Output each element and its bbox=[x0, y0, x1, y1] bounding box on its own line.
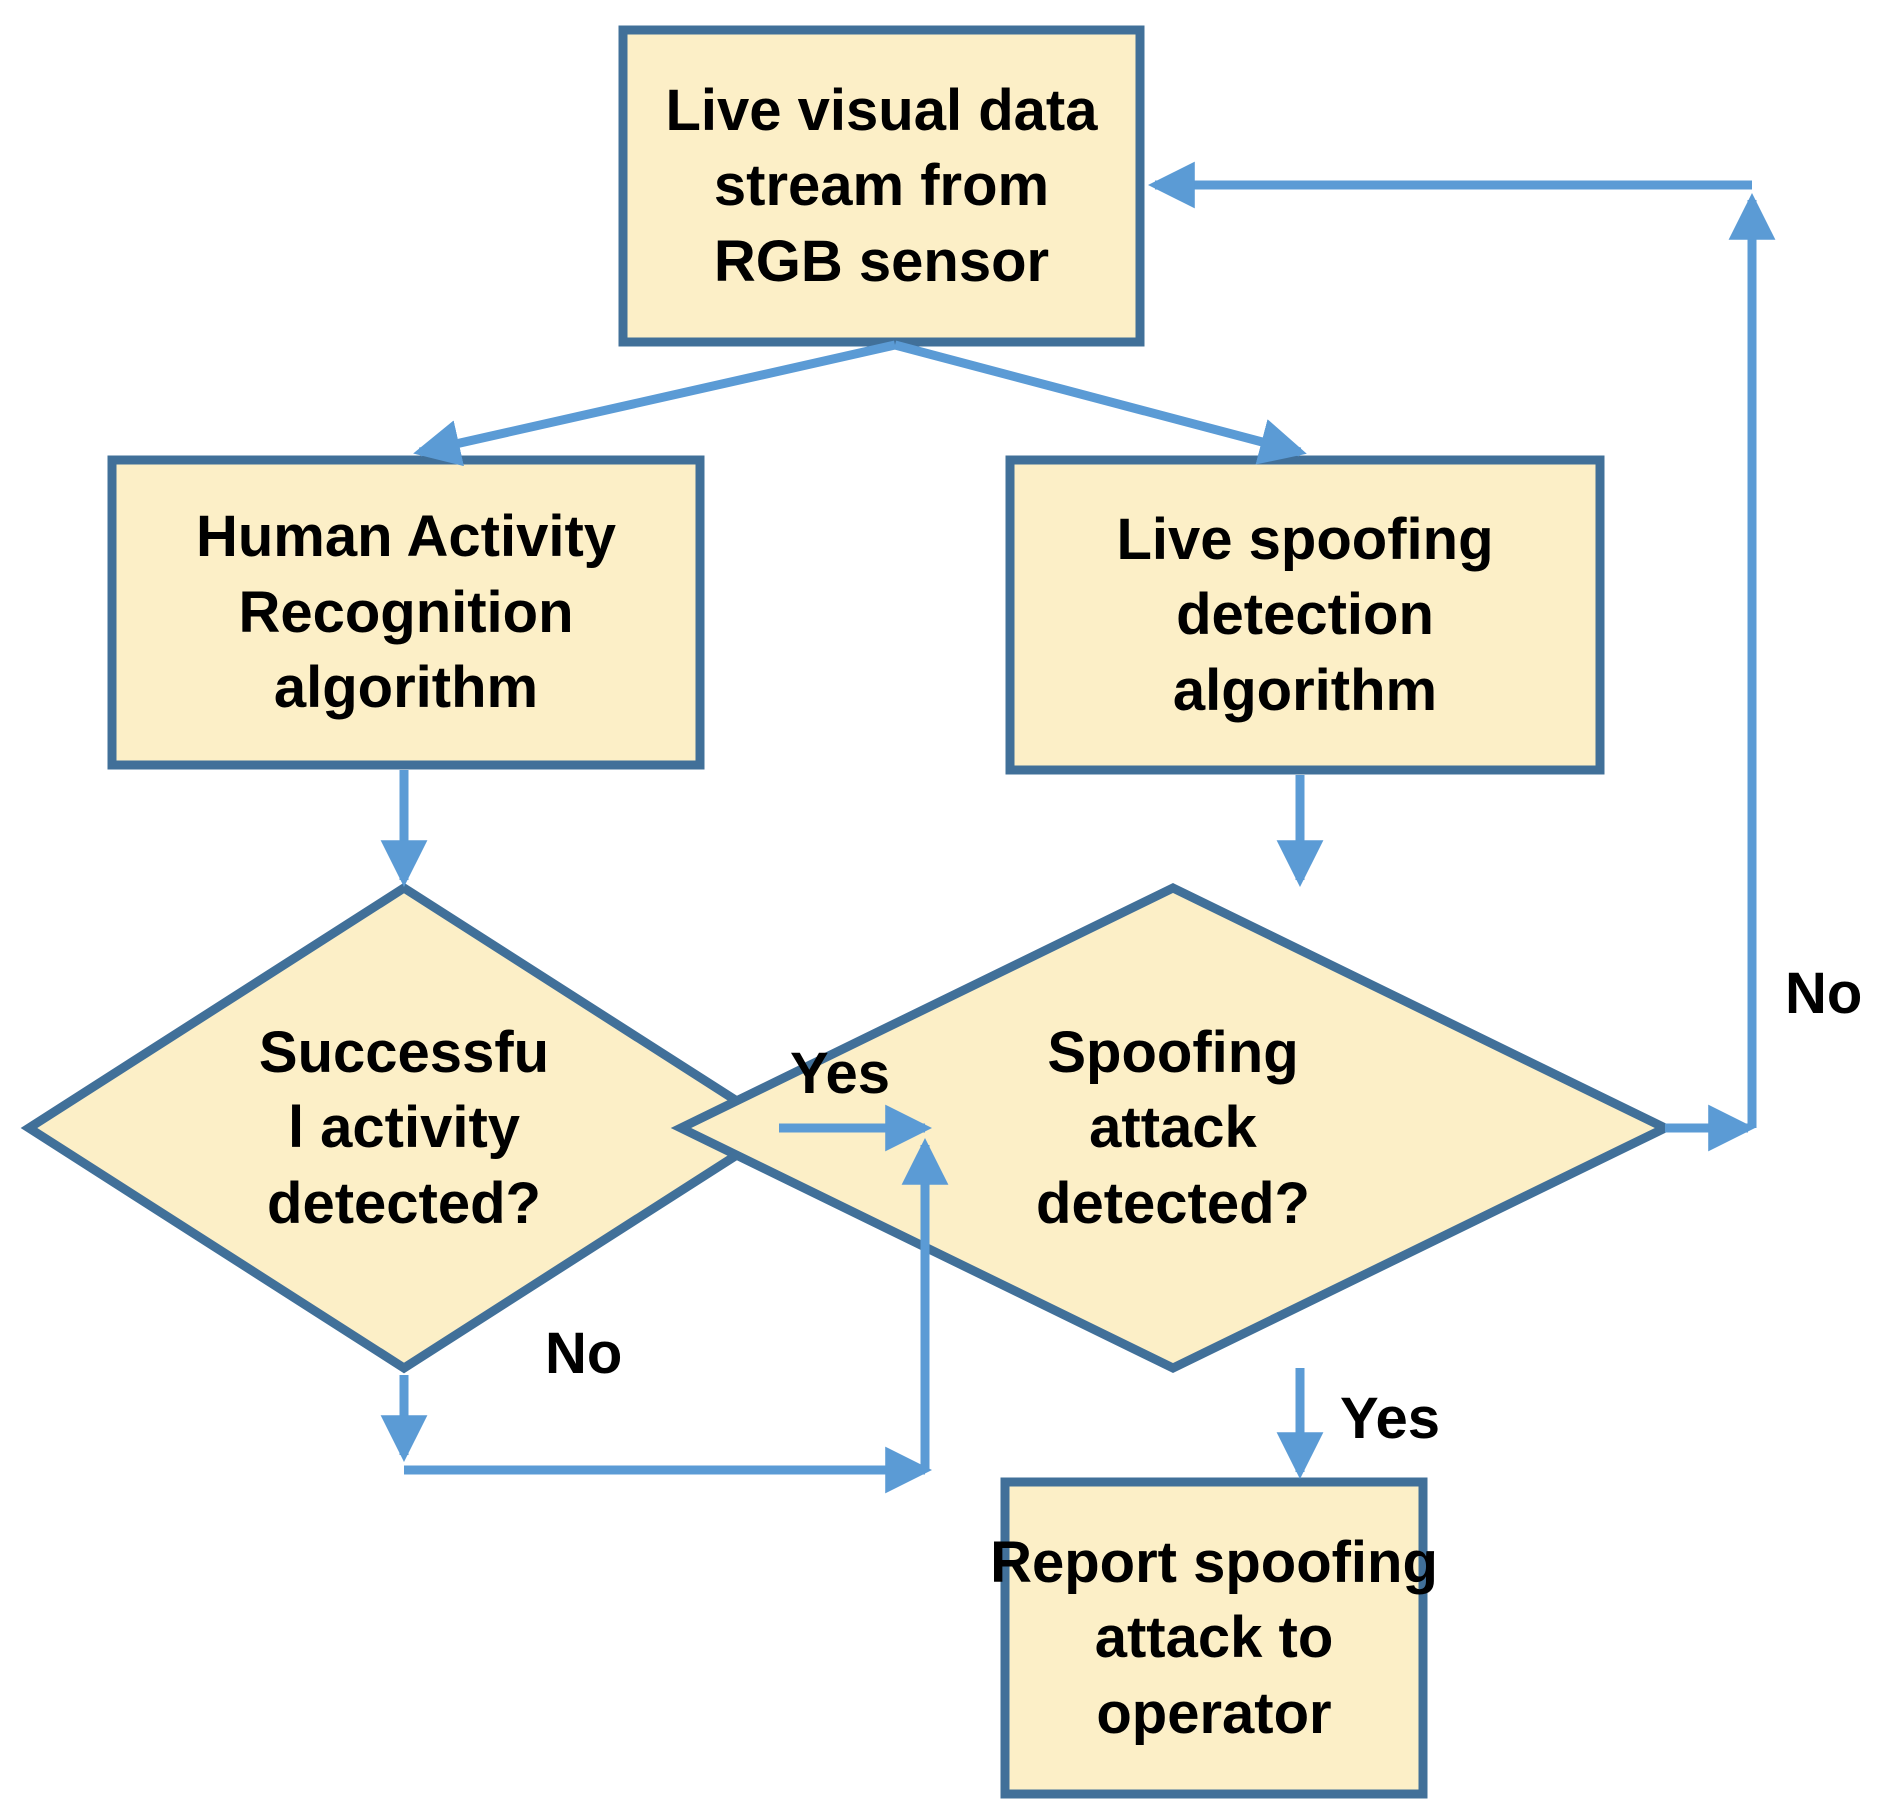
edge-stream-to-spoof bbox=[893, 340, 1307, 465]
node-live-visual-data-stream[interactable] bbox=[618, 25, 1145, 347]
edge-label-no-activity: No bbox=[545, 1321, 623, 1386]
node-live-spoofing-detection[interactable] bbox=[1005, 455, 1605, 775]
edge-label-yes-activity: Yes bbox=[790, 1041, 890, 1106]
edge-stream-to-har bbox=[413, 340, 896, 467]
node-human-activity-recognition[interactable] bbox=[107, 455, 705, 770]
edge-label-no-spoofing: No bbox=[1785, 961, 1863, 1026]
edge-label-yes-spoofing: Yes bbox=[1340, 1386, 1440, 1451]
node-report-spoofing-attack[interactable] bbox=[1000, 1477, 1428, 1799]
node-successful-activity-detected[interactable] bbox=[20, 882, 788, 1374]
